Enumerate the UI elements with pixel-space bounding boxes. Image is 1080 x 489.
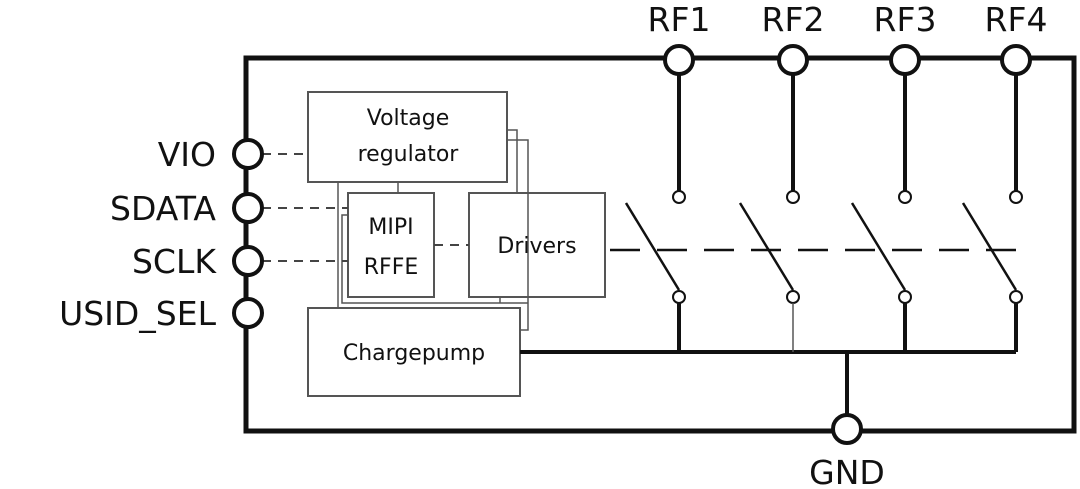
voltage-regulator-label-line2: regulator xyxy=(358,142,460,167)
mipi-rffe-block xyxy=(347,192,435,298)
control-dashes xyxy=(262,153,469,262)
left-pins: VIO SDATA SCLK USID_SEL xyxy=(59,135,264,333)
switch-contact-top-rf1 xyxy=(672,190,686,204)
chip-outline xyxy=(243,55,1077,434)
pin-label-rf4: RF4 xyxy=(985,0,1048,39)
pin-label-vio: VIO xyxy=(158,135,216,174)
voltage-regulator-block xyxy=(307,91,508,183)
pin-label-rf3: RF3 xyxy=(874,0,937,39)
pin-label-sdata: SDATA xyxy=(110,189,216,228)
drivers-label: Drivers xyxy=(497,234,576,259)
pin-label-rf2: RF2 xyxy=(762,0,825,39)
switch-contact-bottom-rf4 xyxy=(1009,290,1023,304)
gnd-pin xyxy=(831,413,863,445)
switch-contact-bottom-rf3 xyxy=(898,290,912,304)
voltage-regulator-label-line1: Voltage xyxy=(367,106,450,131)
switch-arm-rf2 xyxy=(738,202,795,291)
internal-wiring xyxy=(337,129,529,331)
pin-sclk xyxy=(232,245,264,277)
pin-rf3 xyxy=(889,44,921,76)
switch-arm-rf1 xyxy=(624,202,681,291)
pin-rf4 xyxy=(1000,44,1032,76)
ground-bus xyxy=(520,350,1016,418)
switch-contact-bottom-rf2 xyxy=(786,290,800,304)
mipi-rffe-label-line1: MIPI xyxy=(368,215,413,240)
gnd-pin-label: GND xyxy=(809,453,885,489)
top-pins: RF1 RF2 RF3 RF4 xyxy=(648,0,1048,76)
pin-usid-sel xyxy=(232,297,264,329)
drivers-block xyxy=(468,192,606,298)
pin-label-rf1: RF1 xyxy=(648,0,711,39)
pin-vio xyxy=(232,138,264,170)
pin-rf1 xyxy=(663,44,695,76)
switch-contact-top-rf4 xyxy=(1009,190,1023,204)
switch-contact-top-rf3 xyxy=(898,190,912,204)
pin-rf2 xyxy=(777,44,809,76)
pin-label-sclk: SCLK xyxy=(132,242,217,281)
rf-switches xyxy=(624,60,1023,352)
switch-arm-rf4 xyxy=(961,202,1018,291)
switch-contact-top-rf2 xyxy=(786,190,800,204)
pin-sdata xyxy=(232,192,264,224)
mipi-rffe-label-line2: RFFE xyxy=(364,255,419,280)
chargepump-label: Chargepump xyxy=(343,341,485,366)
switch-arm-rf3 xyxy=(850,202,907,291)
pin-label-usid-sel: USID_SEL xyxy=(59,294,217,333)
switch-contact-bottom-rf1 xyxy=(672,290,686,304)
